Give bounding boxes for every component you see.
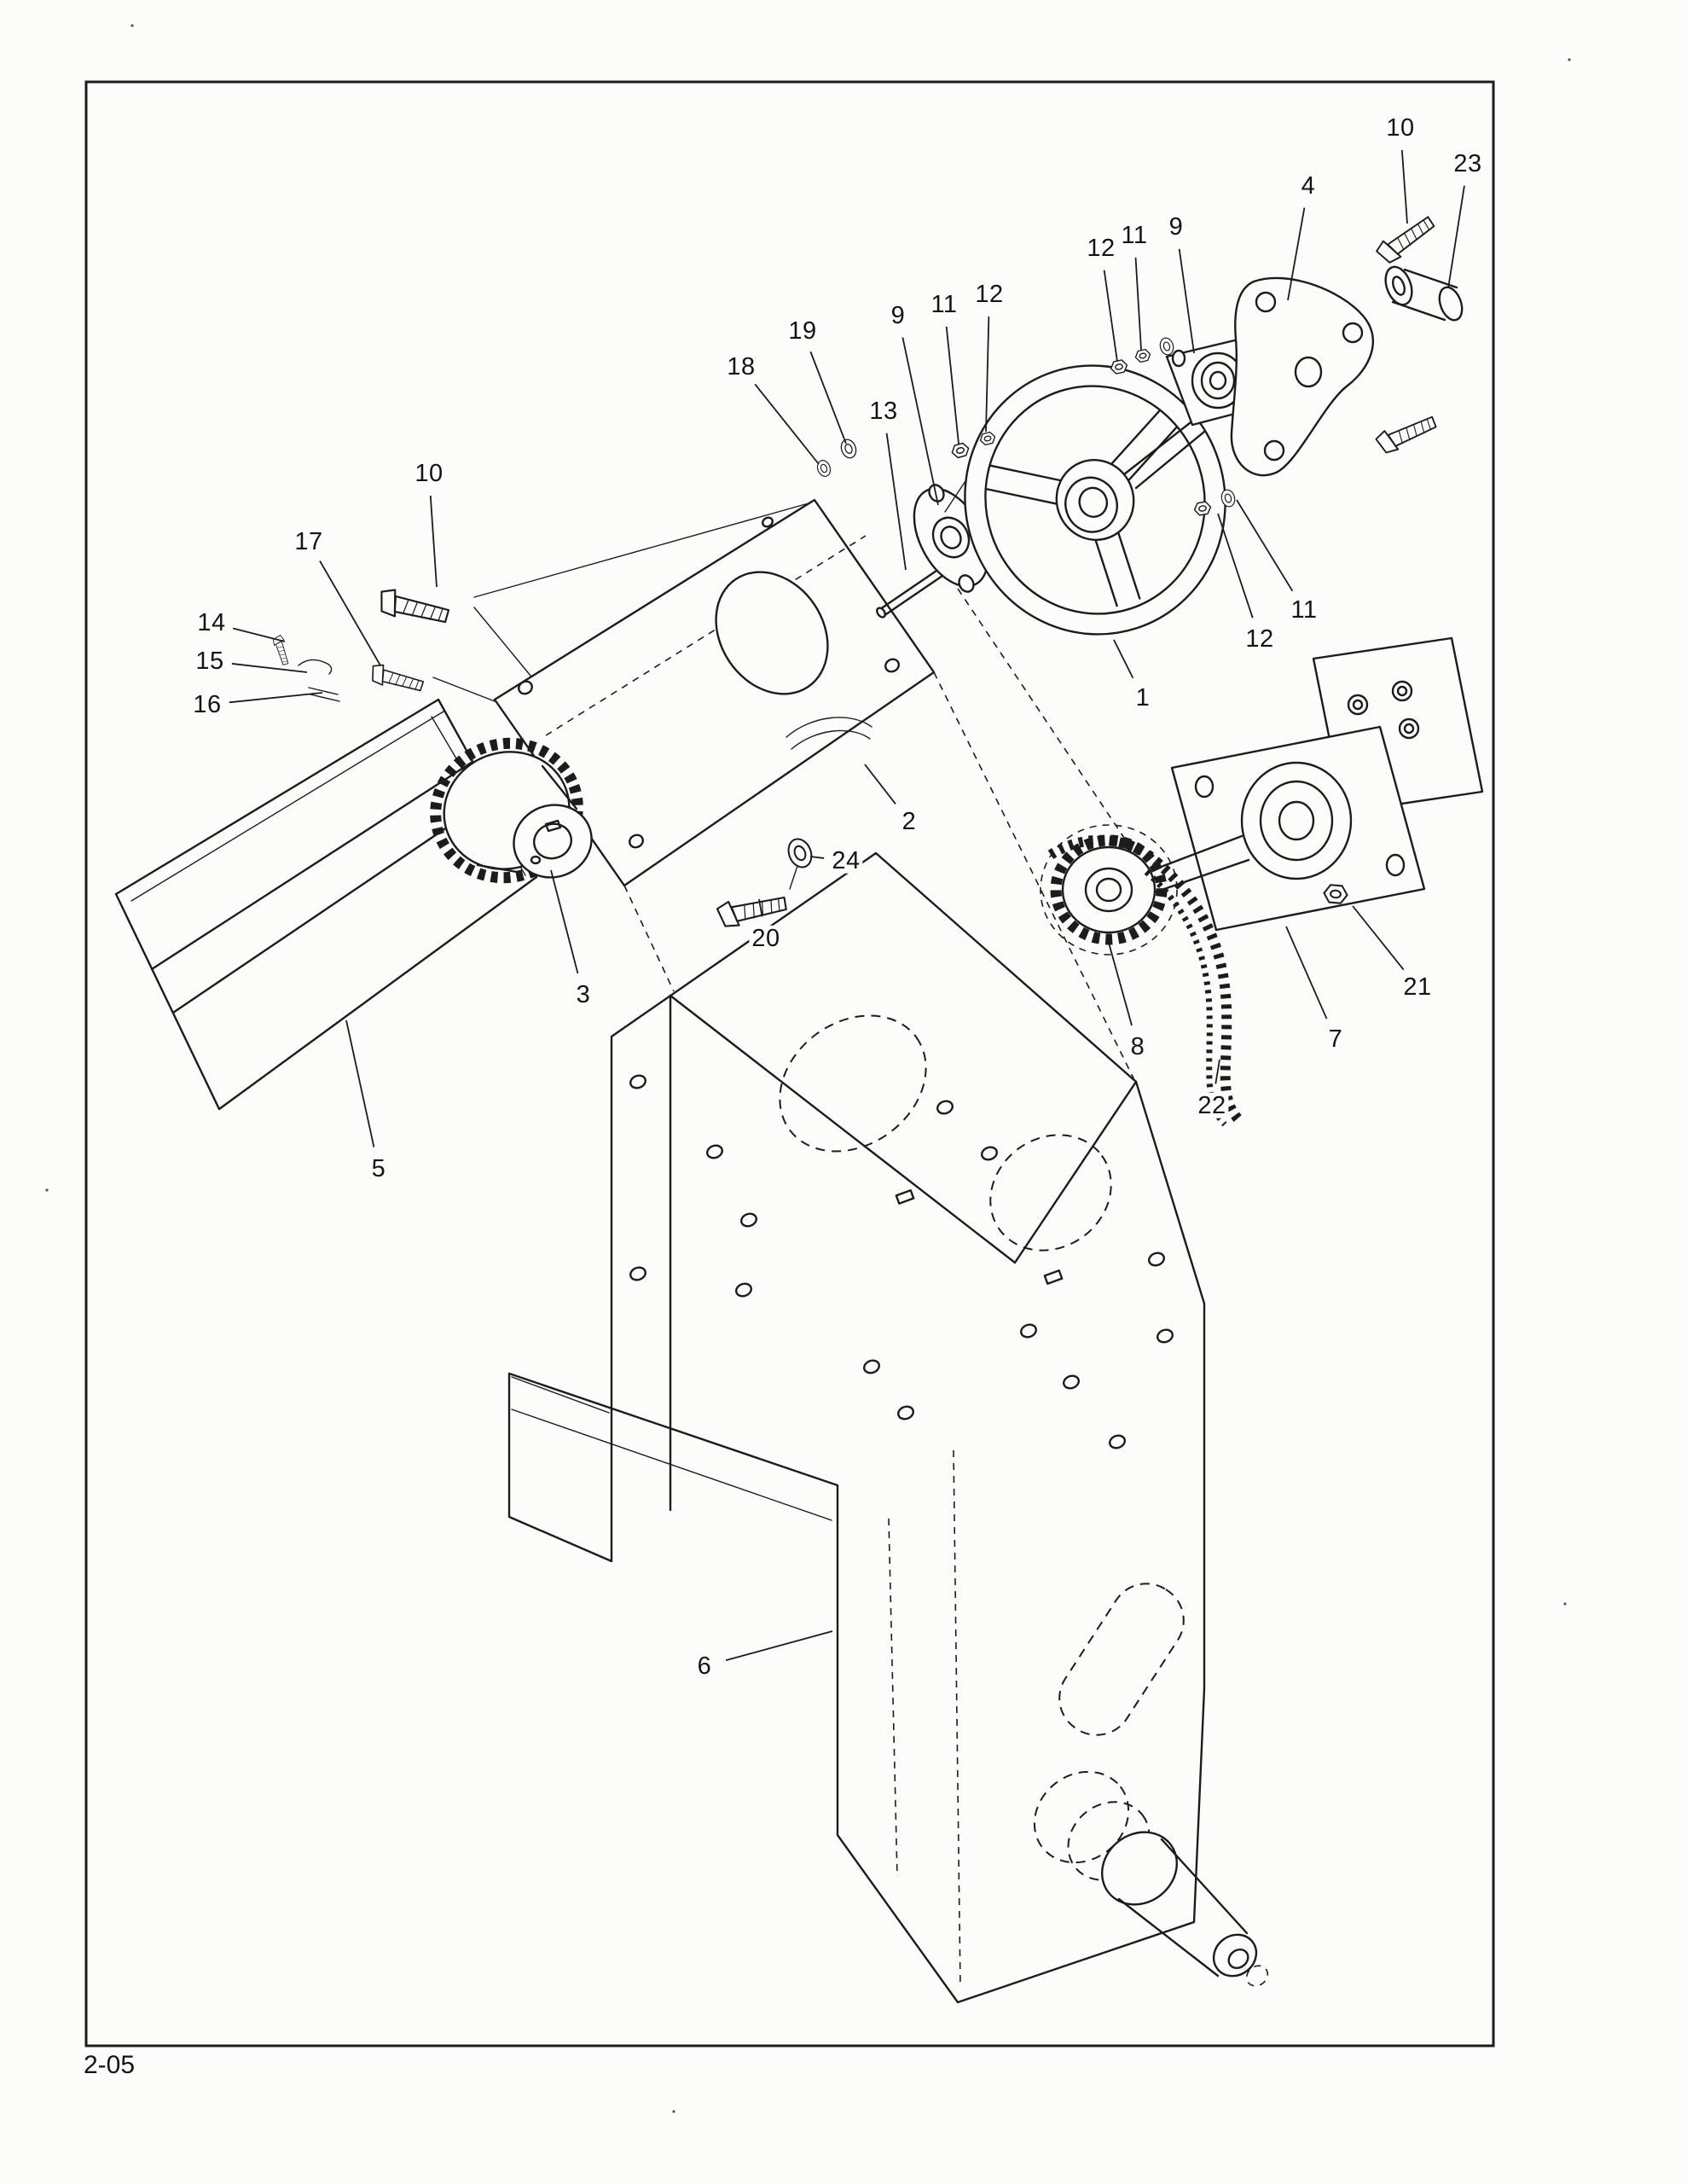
bolt-part-10-top: [1373, 208, 1438, 268]
callout-4: 4: [1298, 172, 1319, 199]
bracket-plate-part-4: [1230, 276, 1374, 477]
clip-part-15: [298, 659, 333, 675]
callout-8: 8: [1128, 1033, 1148, 1060]
leader-line-5: [345, 1019, 375, 1147]
leader-line-24: [809, 856, 825, 859]
leader-line-19: [809, 351, 847, 444]
callout-13: 13: [867, 398, 901, 424]
callout-24: 24: [829, 847, 863, 874]
washer-part-9-top: [1157, 335, 1176, 357]
callout-11: 11: [1118, 222, 1151, 248]
leader-line-18: [754, 383, 820, 465]
callout-17: 17: [292, 528, 326, 555]
callout-7: 7: [1325, 1025, 1346, 1052]
leader-line-12: [1103, 270, 1118, 363]
nut-part-11-left: [949, 441, 971, 460]
leader-line-22: [1215, 1059, 1220, 1084]
callout-11: 11: [1288, 596, 1320, 623]
spacer-part-23: [1384, 265, 1464, 322]
leader-line-15: [231, 663, 308, 673]
callout-2: 2: [899, 808, 919, 834]
leader-line-11: [1236, 499, 1294, 592]
washer-part-24: [783, 834, 817, 872]
callout-23: 23: [1451, 150, 1485, 177]
leader-line-12: [1217, 513, 1254, 619]
handwheel-part-1: [964, 364, 1226, 636]
callout-15: 15: [193, 648, 227, 674]
callout-6: 6: [694, 1653, 715, 1679]
leader-line-21: [1352, 905, 1405, 971]
leader-line-6: [725, 1630, 833, 1662]
diagram-border: [84, 80, 1495, 2048]
callout-14: 14: [194, 609, 229, 636]
callout-10: 10: [412, 460, 446, 486]
callout-5: 5: [368, 1155, 389, 1182]
callout-16: 16: [190, 691, 224, 717]
leader-line-1: [1113, 639, 1134, 679]
leader-line-8: [1106, 936, 1133, 1026]
leader-line-13: [885, 433, 907, 571]
callout-12: 12: [1084, 235, 1118, 261]
washer-part-19: [838, 437, 860, 461]
leader-line-23: [1447, 185, 1465, 289]
leader-line-3: [550, 869, 579, 974]
bolt-part-10-left: [377, 587, 452, 626]
leader-line-9: [1178, 248, 1195, 354]
callout-3: 3: [573, 981, 594, 1008]
sprocket-part-8: [1040, 824, 1178, 956]
alignment-lines: [432, 502, 1151, 1084]
sprocket-part-3: [430, 737, 593, 884]
callout-18: 18: [724, 353, 758, 380]
leader-line-9: [901, 337, 939, 506]
callout-1: 1: [1133, 684, 1153, 711]
washer-part-18: [815, 457, 833, 479]
callout-9: 9: [888, 302, 908, 328]
mount-plate-part-2: [493, 498, 936, 887]
leader-line-11: [1134, 257, 1142, 351]
fasteners: [270, 208, 1440, 931]
frame-part-6: [507, 851, 1269, 2004]
leader-line-12: [985, 316, 990, 433]
callout-21: 21: [1400, 973, 1435, 1000]
leader-line-20: [758, 898, 763, 917]
leader-line-17: [319, 561, 381, 666]
callout-20: 20: [749, 925, 783, 951]
leader-line-2: [864, 764, 896, 805]
motor-part-7: [1133, 636, 1484, 932]
callout-leader-lines: [229, 149, 1465, 1662]
callout-19: 19: [786, 317, 820, 344]
leader-line-16: [229, 692, 323, 704]
leader-line-7: [1285, 926, 1328, 1019]
bolt-part-17: [368, 662, 426, 694]
callout-22: 22: [1195, 1092, 1229, 1118]
scan-specks: [45, 24, 1571, 2113]
leader-line-10: [429, 495, 438, 588]
clip-part-16: [308, 687, 340, 702]
callout-12: 12: [1243, 625, 1277, 652]
chain-part-22: [1047, 834, 1243, 1127]
leader-line-11: [945, 326, 959, 444]
callout-11: 11: [928, 291, 960, 317]
page-number: 2-05: [84, 2051, 136, 2079]
frame-bottom-boss: [1033, 1770, 1269, 1987]
callout-10: 10: [1383, 114, 1417, 141]
leader-line-4: [1287, 207, 1306, 301]
bolt-part-10-right: [1373, 407, 1440, 457]
cover-part-5: [114, 698, 538, 1111]
callout-12: 12: [972, 281, 1006, 307]
leader-line-10: [1400, 149, 1408, 224]
leader-line-14: [232, 627, 286, 642]
callout-9: 9: [1166, 213, 1186, 240]
nut-part-11-top: [1133, 348, 1152, 363]
